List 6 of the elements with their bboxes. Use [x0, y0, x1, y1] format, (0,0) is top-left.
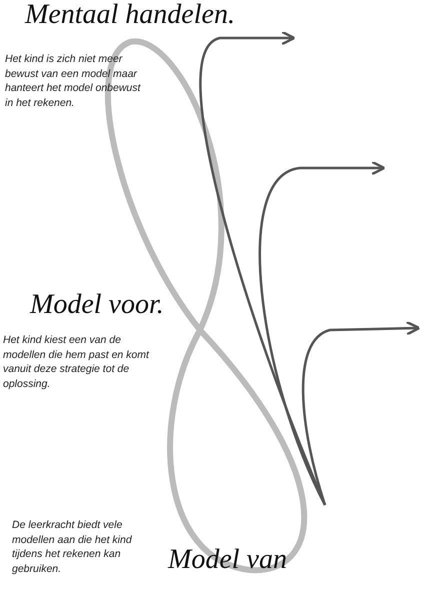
stage-description: Het kind kiest een van de modellen die hem past en komt vanuit deze strategie tot de oplossing.: [3, 333, 150, 392]
stage-description: De leerkracht biedt vele modellen aan die het kind tijdens het rekenen kan gebruiken.: [12, 518, 133, 577]
stage-heading: Mentaal handelen.: [25, 0, 235, 31]
stage-description: Het kind is zich niet meer bewust van een model maar hanteert het model onbewust in het rekenen.: [5, 52, 142, 111]
stage-heading: Model van: [168, 545, 287, 576]
stage-heading: Model voor.: [30, 290, 164, 321]
